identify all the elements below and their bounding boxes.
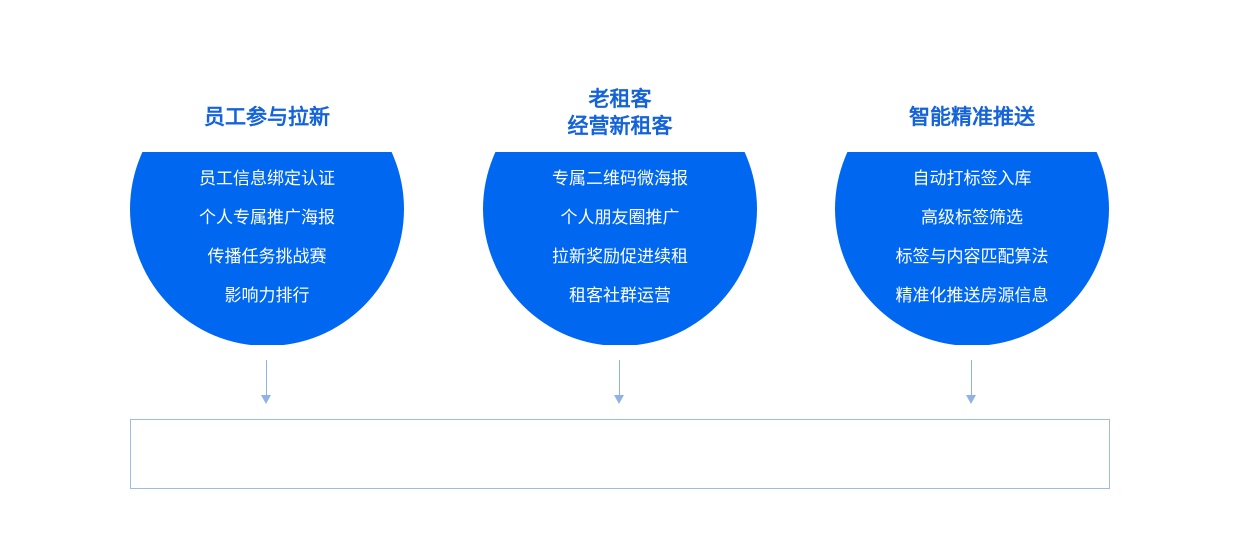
circle-panel: 员工信息绑定认证 个人专属推广海报 传播任务挑战赛 影响力排行	[130, 152, 404, 345]
column-title-line: 老租客	[588, 87, 652, 111]
feature-item: 员工信息绑定认证	[199, 169, 335, 189]
feature-list: 自动打标签入库 高级标签筛选 标签与内容匹配算法 精准化推送房源信息	[835, 164, 1109, 320]
column-title: 员工参与拉新	[130, 104, 404, 131]
column-title-line: 员工参与拉新	[204, 105, 330, 129]
feature-item: 租客社群运营	[569, 286, 671, 306]
column-title-line: 经营新租客	[567, 114, 673, 138]
arrow-head	[966, 395, 976, 404]
feature-list: 员工信息绑定认证 个人专属推广海报 传播任务挑战赛 影响力排行	[130, 164, 404, 320]
arrow-shaft	[971, 360, 972, 396]
arrow-down-icon	[966, 360, 976, 404]
arrow-head	[261, 395, 271, 404]
feature-item: 高级标签筛选	[921, 208, 1023, 228]
result-box	[130, 419, 1110, 489]
column-title: 智能精准推送	[835, 104, 1109, 131]
arrow-shaft	[266, 360, 267, 396]
feature-item: 影响力排行	[224, 286, 310, 306]
column-old-tenant-referral: 老租客 经营新租客 专属二维码微海报 个人朋友圈推广 拉新奖励促进续租 租客社群…	[483, 0, 757, 560]
feature-list: 专属二维码微海报 个人朋友圈推广 拉新奖励促进续租 租客社群运营	[483, 164, 757, 320]
feature-item: 传播任务挑战赛	[207, 247, 327, 267]
feature-item: 个人专属推广海报	[199, 208, 335, 228]
arrow-shaft	[619, 360, 620, 396]
circle-panel: 自动打标签入库 高级标签筛选 标签与内容匹配算法 精准化推送房源信息	[835, 152, 1109, 345]
circle-panel: 专属二维码微海报 个人朋友圈推广 拉新奖励促进续租 租客社群运营	[483, 152, 757, 345]
feature-item: 标签与内容匹配算法	[895, 247, 1049, 267]
feature-item: 自动打标签入库	[912, 169, 1032, 189]
column-smart-push: 智能精准推送 自动打标签入库 高级标签筛选 标签与内容匹配算法 精准化推送房源信…	[835, 0, 1109, 560]
column-employee-referral: 员工参与拉新 员工信息绑定认证 个人专属推广海报 传播任务挑战赛 影响力排行	[130, 0, 404, 560]
feature-item: 专属二维码微海报	[552, 169, 688, 189]
feature-item: 拉新奖励促进续租	[552, 247, 688, 267]
arrow-down-icon	[261, 360, 271, 404]
arrow-head	[614, 395, 624, 404]
feature-item: 个人朋友圈推广	[560, 208, 680, 228]
column-title: 老租客 经营新租客	[483, 86, 757, 140]
feature-item: 精准化推送房源信息	[895, 286, 1049, 306]
column-title-line: 智能精准推送	[909, 105, 1035, 129]
arrow-down-icon	[614, 360, 624, 404]
